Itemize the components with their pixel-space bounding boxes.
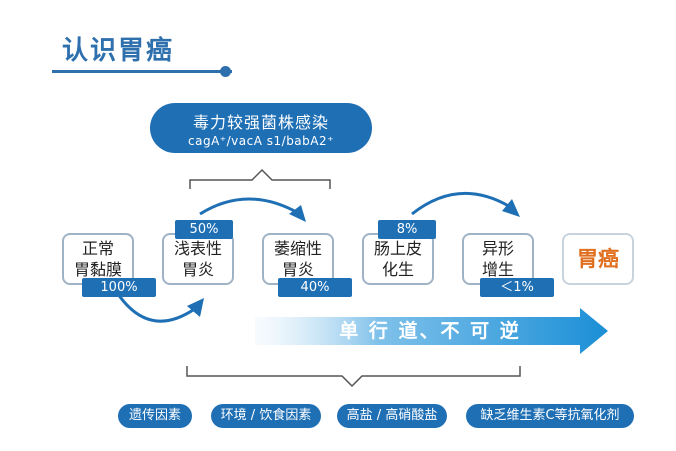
one-way-label: 单 行 道、不 可 逆	[339, 320, 521, 342]
arrow-superficial-to-atrophic	[199, 197, 301, 216]
stage-atrophic-gastritis: 萎缩性 胃炎	[262, 233, 334, 285]
factor-genetic: 遗传因素	[118, 404, 192, 428]
rate-badge-atrophic: 40%	[278, 278, 352, 297]
stage-superficial-gastritis: 浅表性 胃炎	[162, 233, 234, 285]
page-title: 认识胃癌	[62, 36, 175, 66]
arrowhead-superficial-to-atrophic	[289, 205, 306, 222]
stage-intestinal-metaplasia: 肠上皮 化生	[362, 233, 434, 285]
title-underline-dot	[220, 66, 231, 77]
factor-salt-nitrate: 高盐 / 高硝酸盐	[337, 404, 447, 428]
one-way-arrow	[255, 308, 608, 354]
strain-infection-box: 毒力较强菌株感染 cagA⁺/vacA s1/babA2⁺	[150, 103, 372, 153]
rate-badge-metaplasia: 8%	[378, 220, 436, 239]
factors-bracket	[186, 366, 521, 388]
arrowhead-normal-to-superficial	[187, 298, 204, 317]
arrow-normal-to-superficial	[116, 293, 197, 323]
arrowhead-metaplasia-to-dysplasia	[502, 199, 520, 217]
factor-environment-diet: 环境 / 饮食因素	[211, 404, 321, 428]
factor-antioxidant-deficiency: 缺乏维生素C等抗氧化剂	[466, 404, 634, 428]
arrow-metaplasia-to-dysplasia	[411, 191, 513, 216]
strain-bracket	[189, 168, 331, 189]
rate-badge-normal: 100%	[82, 278, 156, 297]
strain-title: 毒力较强菌株感染	[192, 113, 329, 132]
rate-badge-dysplasia: ＜1%	[480, 278, 554, 297]
rate-badge-superficial: 50%	[175, 220, 233, 239]
stage-normal-mucosa: 正常 胃黏膜	[62, 233, 134, 285]
title-underline	[52, 70, 232, 73]
strain-subtitle: cagA⁺/vacA s1/babA2⁺	[188, 134, 334, 148]
stage-gastric-cancer: 胃癌	[562, 233, 634, 285]
